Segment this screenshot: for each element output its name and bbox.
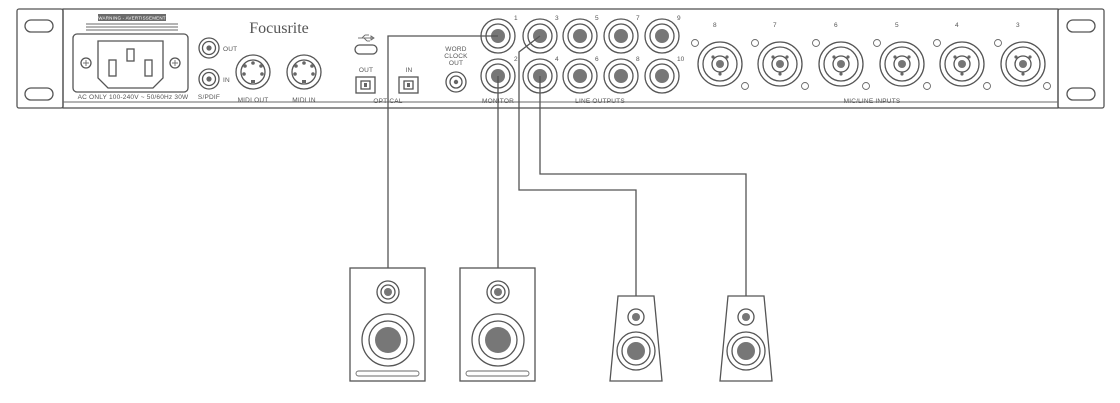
jack-number: 4 <box>555 56 559 63</box>
rack-ear-left <box>16 8 64 109</box>
spdif-out-jack <box>198 37 220 59</box>
spdif-in-jack <box>198 68 220 90</box>
xlr-number: 6 <box>834 22 838 29</box>
speaker-monitor-left <box>349 267 426 382</box>
power-inlet <box>72 33 189 93</box>
xlr-input-7 <box>751 39 809 90</box>
speaker-line-out-4 <box>719 295 773 382</box>
power-label: AC ONLY 100-240V ~ 50/60Hz 30W <box>78 94 189 101</box>
rack-hole-icon <box>24 87 54 101</box>
xlr-input-8 <box>691 39 749 90</box>
rack-hole-icon <box>24 19 54 33</box>
usb-port <box>354 44 378 55</box>
rack-hole-icon <box>1066 87 1096 101</box>
cable-line-out-4 <box>539 76 747 296</box>
jack-output-9 <box>644 18 680 54</box>
jack-output-6 <box>562 58 598 94</box>
usb-icon <box>358 34 375 42</box>
brand-logo: Focusrite <box>249 20 309 37</box>
xlr-number: 4 <box>955 22 959 29</box>
cable-monitor-left <box>387 35 498 268</box>
optical-in-label: IN <box>406 67 413 74</box>
word-clock-bnc <box>445 71 467 93</box>
jack-number: 9 <box>677 15 681 22</box>
xlr-input-3 <box>994 39 1051 90</box>
jack-number: 7 <box>636 15 640 22</box>
mic-line-inputs-label: MIC/LINE INPUTS <box>844 98 901 105</box>
midi-in-label: MIDI IN <box>292 97 316 104</box>
spdif-in-label: IN <box>223 77 230 84</box>
line-outputs-label: LINE OUTPUTS <box>575 98 625 105</box>
mic-line-inputs <box>691 39 1051 90</box>
midi-out-port <box>235 54 271 90</box>
line-output-jacks <box>480 18 680 94</box>
midi-out-label: MIDI OUT <box>238 97 269 104</box>
xlr-input-5 <box>873 39 931 90</box>
jack-number: 6 <box>595 56 599 63</box>
speaker-monitor-right <box>459 267 536 382</box>
cables <box>387 35 747 296</box>
jack-output-7 <box>603 18 639 54</box>
jack-number: 10 <box>677 56 685 63</box>
cable-line-out-3 <box>518 35 637 296</box>
xlr-number: 5 <box>895 22 899 29</box>
spdif-label: S/PDIF <box>198 94 220 101</box>
rack-ear-right <box>1057 8 1105 109</box>
interface-chassis <box>62 8 1059 109</box>
word-clock-label-2: CLOCK <box>444 53 468 60</box>
xlr-number: 7 <box>773 22 777 29</box>
xlr-number: 8 <box>713 22 717 29</box>
xlr-input-4 <box>933 39 991 90</box>
warning-badge-text: WARNING - AVERTISSEMENT <box>98 16 166 21</box>
jack-number: 2 <box>514 56 518 63</box>
jack-number: 8 <box>636 56 640 63</box>
optical-out-label: OUT <box>359 67 373 74</box>
xlr-input-6 <box>812 39 870 90</box>
speaker-line-out-3 <box>609 295 663 382</box>
jack-number: 1 <box>514 15 518 22</box>
word-clock-label-3: OUT <box>449 60 463 67</box>
word-clock-label-1: WORD <box>445 46 466 53</box>
optical-out-port <box>355 76 376 94</box>
rack-hole-icon <box>1066 19 1096 33</box>
optical-in-port <box>398 76 419 94</box>
jack-number: 3 <box>555 15 559 22</box>
xlr-number: 3 <box>1016 22 1020 29</box>
jack-number: 5 <box>595 15 599 22</box>
jack-output-8 <box>603 58 639 94</box>
warning-badge <box>98 14 166 21</box>
jack-output-10 <box>644 58 680 94</box>
midi-in-port <box>286 54 322 90</box>
spdif-out-label: OUT <box>223 46 237 53</box>
jack-output-5 <box>562 18 598 54</box>
